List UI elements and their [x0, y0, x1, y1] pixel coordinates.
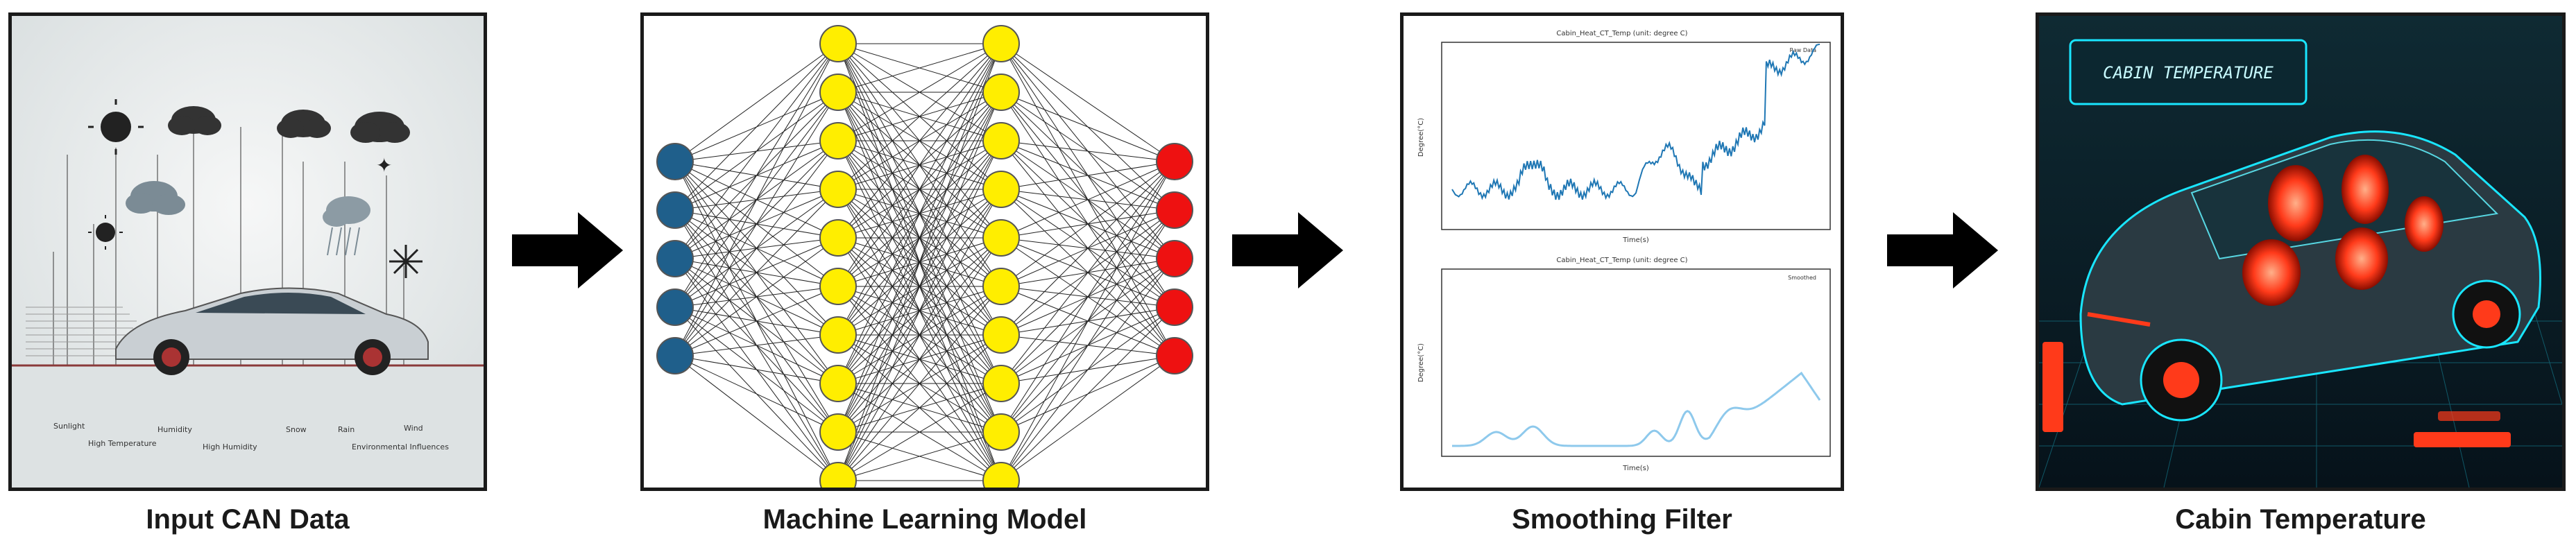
neural-network-diagram [656, 25, 1193, 488]
raw-data-chart: Cabin_Heat_CT_Temp (unit: degree C) Degr… [1417, 30, 1831, 244]
hidden-node [819, 268, 857, 305]
hidden-node [982, 25, 1020, 62]
rain-cloud-icon [323, 196, 370, 256]
sign-text: CABIN TEMPERATURE [2103, 63, 2274, 83]
hidden-node [982, 316, 1020, 354]
caption-machine-learning-model: Machine Learning Model [762, 504, 1087, 535]
hidden-node [982, 74, 1020, 111]
input-node [656, 191, 694, 229]
smoothing-filter-panel: Cabin_Heat_CT_Temp (unit: degree C) Degr… [1400, 12, 1844, 491]
caption-cabin-temperature: Cabin Temperature [2175, 504, 2426, 535]
suv-illustration [2079, 130, 2541, 422]
input-node [656, 240, 694, 277]
bottom-chart-title: Cabin_Heat_CT_Temp (unit: degree C) [1556, 257, 1687, 264]
flow-arrow-2 [1232, 212, 1343, 288]
raw-data-line [1451, 43, 1820, 200]
label-wind: Wind [404, 424, 423, 433]
grey-cloud-icon [126, 181, 185, 215]
hidden-node [819, 413, 857, 451]
weather-car-illustration: ✦ Sunlight High Temperature Humidi [12, 16, 484, 488]
hidden-node [982, 365, 1020, 402]
cabin-car-illustration: CABIN TEMPERATURE [2039, 16, 2562, 488]
bottom-chart-ylabel: Degree(°C) [1417, 343, 1425, 382]
hidden-node [819, 365, 857, 402]
top-chart-ylabel: Degree(°C) [1417, 118, 1425, 157]
hidden-node [982, 122, 1020, 160]
hidden-node [819, 219, 857, 257]
machine-learning-model-panel [640, 12, 1209, 491]
smoothed-line [1452, 371, 1821, 447]
flow-arrow-3 [1887, 212, 1998, 288]
label-humidity: Humidity [157, 425, 192, 434]
hidden-node [982, 219, 1020, 257]
label-high-temperature: High Temperature [88, 439, 157, 448]
hidden-node [982, 171, 1020, 208]
label-rain: Rain [338, 425, 355, 434]
cloud-icon-2 [277, 110, 331, 138]
smoothing-charts: Cabin_Heat_CT_Temp (unit: degree C) Degr… [1417, 30, 1831, 472]
top-chart-title: Cabin_Heat_CT_Temp (unit: degree C) [1556, 30, 1687, 37]
small-sun-icon [88, 215, 123, 250]
hidden-node [819, 74, 857, 111]
label-high-humidity: High Humidity [203, 442, 257, 451]
cabin-temperature-sign: CABIN TEMPERATURE [2069, 39, 2308, 105]
output-node [1156, 240, 1193, 277]
label-environmental: Environmental Influences [352, 442, 449, 451]
red-light-strip [2042, 342, 2511, 447]
hidden-node [819, 462, 857, 488]
cloud-icon [168, 106, 221, 135]
top-chart-frame [1441, 42, 1831, 230]
hidden-node [819, 316, 857, 354]
car-illustration [115, 287, 429, 375]
top-chart-xlabel: Time(s) [1622, 236, 1649, 244]
hidden-node [819, 25, 857, 62]
cabin-temperature-panel: CABIN TEMPERATURE [2036, 12, 2566, 491]
nn-connections [674, 43, 1175, 481]
bottom-chart-legend: Smoothed [1788, 275, 1816, 281]
snowflake-icon [389, 245, 423, 278]
bottom-chart-xlabel: Time(s) [1622, 465, 1649, 472]
hidden-node [982, 268, 1020, 305]
label-snow: Snow [286, 425, 307, 434]
storm-cloud-icon: ✦ [350, 112, 410, 176]
hidden-node [982, 462, 1020, 488]
output-node [1156, 191, 1193, 229]
input-node [656, 288, 694, 326]
output-node [1156, 288, 1193, 326]
output-node [1156, 337, 1193, 374]
input-node [656, 143, 694, 180]
input-can-data-panel: ✦ Sunlight High Temperature Humidi [8, 12, 487, 491]
input-node [656, 337, 694, 374]
hidden-node [819, 122, 857, 160]
flow-arrow-1 [512, 212, 623, 288]
hidden-node [819, 171, 857, 208]
svg-text:✦: ✦ [376, 155, 392, 176]
smoothed-chart: Cabin_Heat_CT_Temp (unit: degree C) Degr… [1417, 257, 1831, 472]
caption-input-can-data: Input CAN Data [146, 504, 350, 535]
label-sunlight: Sunlight [53, 422, 85, 431]
output-node [1156, 143, 1193, 180]
bottom-chart-frame [1441, 268, 1831, 457]
caption-smoothing-filter: Smoothing Filter [1512, 504, 1732, 535]
top-chart-legend: Raw Data [1790, 47, 1817, 53]
hidden-node [982, 413, 1020, 451]
heated-seats-icon [2242, 155, 2443, 306]
sun-icon [88, 99, 144, 155]
